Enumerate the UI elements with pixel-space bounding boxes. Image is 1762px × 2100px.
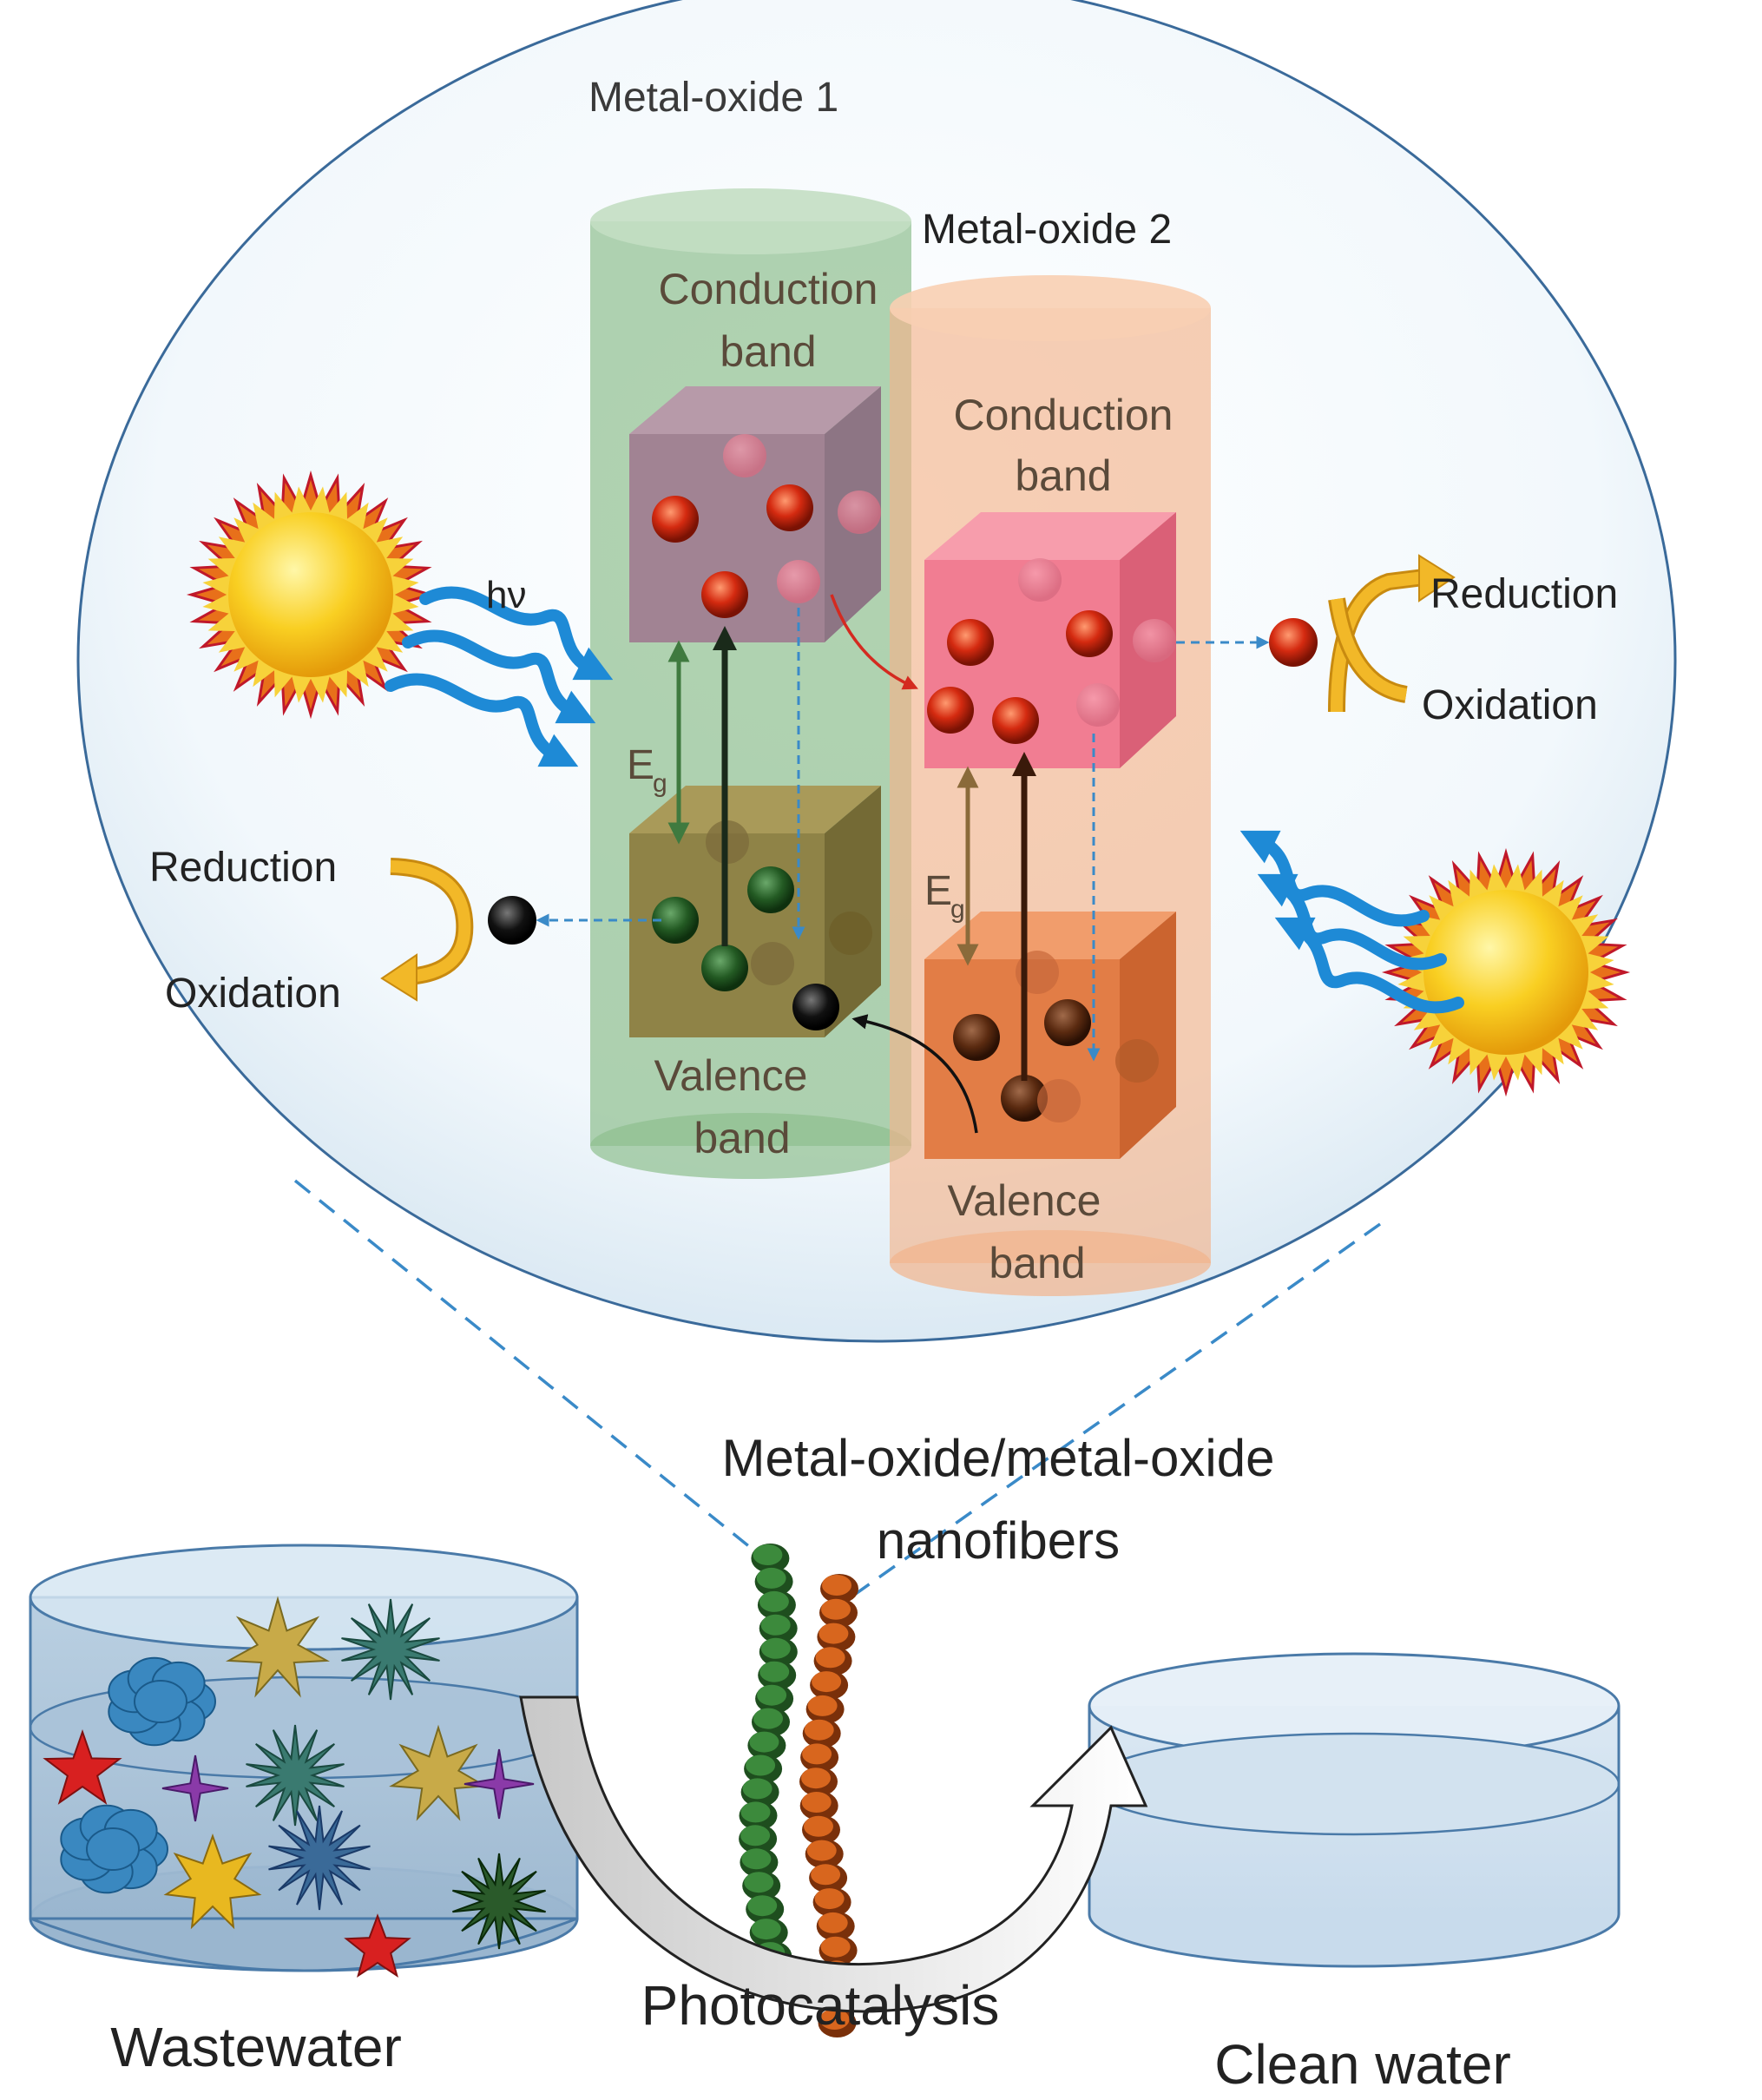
hole-transfer-arrow <box>851 1014 978 1134</box>
sun-left-icon <box>186 470 436 720</box>
wastewater-label: Wastewater <box>110 2016 402 2078</box>
zoom-line-left <box>293 1179 766 1560</box>
metal-oxide-1-label: Metal-oxide 1 <box>588 75 838 121</box>
photon-arrows-right <box>1239 830 1464 1014</box>
mo1-holes <box>652 820 872 1030</box>
redox-hole-left <box>488 896 536 945</box>
sun-right-icon <box>1381 847 1631 1097</box>
svg-text:E: E <box>627 742 654 788</box>
mo2-conduction-label: Conduction <box>954 391 1174 439</box>
metal-oxide-2-label: Metal-oxide 2 <box>922 207 1172 253</box>
photocatalysis-label: Photocatalysis <box>641 1974 1000 2037</box>
reduction-right-label: Reduction <box>1430 571 1618 617</box>
mo2-conduction-label-band: band <box>1015 451 1111 500</box>
mo1-valence-label: Valence <box>654 1051 808 1100</box>
svg-text:E: E <box>924 868 952 914</box>
nanofibers-label: Metal-oxide/metal-oxide <box>722 1429 1275 1487</box>
mo1-conduction-label: Conduction <box>659 265 878 313</box>
svg-text:g: g <box>653 769 667 798</box>
clean-water-label: Clean water <box>1214 2033 1511 2096</box>
photon-arrows-left <box>385 586 614 767</box>
mo2-valence-label: Valence <box>948 1176 1101 1225</box>
photocatalysis-arrow <box>519 1695 1148 2013</box>
oxidation-right-label: Oxidation <box>1422 682 1598 728</box>
oxidation-left-label: Oxidation <box>165 971 341 1017</box>
nanofibers-label-line2: nanofibers <box>877 1511 1120 1570</box>
redox-electron-right <box>1269 618 1318 667</box>
mo1-valence-label-band: band <box>694 1114 790 1162</box>
mo1-electrons <box>652 434 881 618</box>
mo2-valence-label-band: band <box>989 1239 1085 1287</box>
zoom-line-right <box>849 1222 1382 1599</box>
svg-text:g: g <box>950 895 965 924</box>
clean-water-tank <box>1088 1652 1621 1968</box>
pollutants <box>43 1596 546 1978</box>
redox-arrow-right <box>1328 554 1456 713</box>
mo2-electrons <box>927 558 1176 744</box>
redox-arrow-left <box>380 858 474 1002</box>
mo1-conduction-cube <box>629 386 881 642</box>
nanofiber-green <box>739 1544 798 1994</box>
mo1-conduction-label-band: band <box>720 327 816 376</box>
reduction-left-label: Reduction <box>149 845 337 891</box>
electron-transfer-arrow <box>830 594 918 690</box>
mo1-eg-label: E g <box>627 742 667 798</box>
mo2-eg-label: E g <box>924 868 965 924</box>
hv-label: hν <box>486 574 526 616</box>
